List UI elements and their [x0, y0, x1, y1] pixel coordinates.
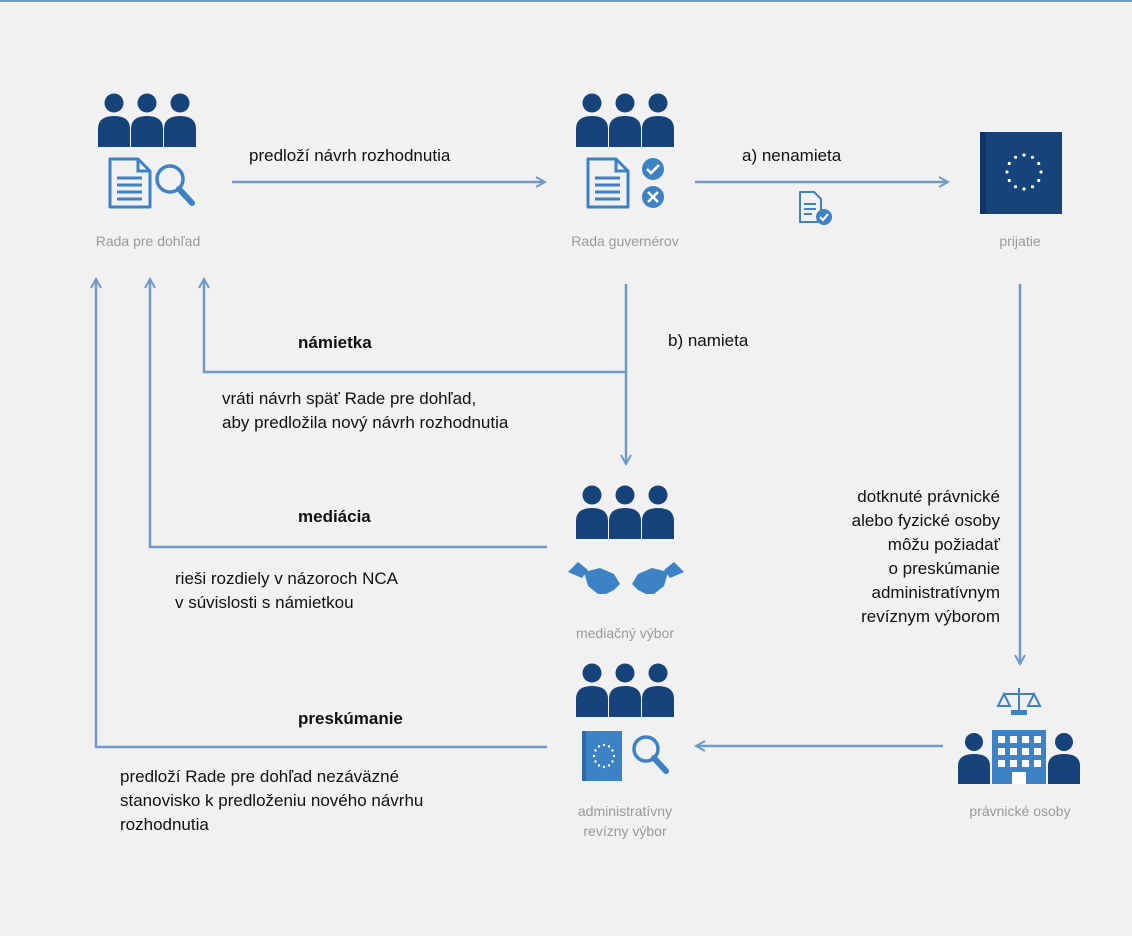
label-submit-draft: predloží návrh rozhodnutia	[249, 146, 451, 165]
label-review-title: preskúmanie	[298, 709, 403, 728]
people-group-icon	[98, 93, 196, 147]
label-no-objection: a) nenamieta	[742, 146, 842, 165]
label-mediation-text-2: v súvislosti s námietkou	[175, 593, 354, 612]
document-approved-icon	[799, 191, 832, 225]
document-magnifier-icon	[108, 157, 195, 209]
label-mediation-title: mediácia	[298, 507, 371, 526]
arrow-review-return	[96, 279, 547, 749]
label-review-text-3: rozhodnutia	[120, 815, 209, 834]
label-mediation-text-1: rieši rozdiely v názoroch NCA	[175, 569, 398, 588]
eu-book-magnifier-icon	[582, 731, 669, 781]
node-caption-review-board-line2: revízny výbor	[583, 823, 667, 839]
label-request-review-1: dotknuté právnické	[857, 487, 1000, 506]
node-caption-legal-persons: právnické osoby	[969, 803, 1071, 819]
people-group-icon	[576, 93, 674, 147]
arrow-objection-return	[204, 279, 626, 374]
label-request-review-4: o preskúmanie	[888, 559, 1000, 578]
document-decision-icon	[586, 157, 664, 209]
label-review-text-1: predloží Rade pre dohľad nezáväzné	[120, 767, 400, 786]
label-objection-title: námietka	[298, 333, 372, 352]
label-request-review-3: môžu požiadať	[887, 535, 1000, 554]
label-review-text-2: stanovisko k predloženiu nového návrhu	[120, 791, 424, 810]
label-request-review-6: revíznym výborom	[861, 607, 1000, 626]
node-caption-supervisory-board: Rada pre dohľad	[95, 233, 201, 249]
arrow-mediation-return	[150, 279, 547, 549]
legal-persons-icon	[958, 688, 1080, 784]
label-request-review-5: administratívnym	[871, 583, 1000, 602]
handshake-icon	[568, 562, 684, 594]
label-objects: b) namieta	[668, 331, 749, 350]
label-objection-text-1: vráti návrh späť Rade pre dohľad,	[222, 389, 477, 408]
label-request-review-2: alebo fyzické osoby	[851, 511, 1000, 530]
label-objection-text-2: aby predložila nový návrh rozhodnutia	[222, 413, 509, 432]
node-caption-mediation-panel: mediačný výbor	[575, 625, 675, 641]
node-caption-review-board-line1: administratívny	[577, 803, 673, 819]
people-group-icon	[576, 663, 674, 717]
eu-book-icon	[980, 132, 1062, 214]
node-caption-adoption: prijatie	[999, 233, 1041, 249]
people-group-icon	[576, 485, 674, 539]
node-caption-governing-council: Rada guvernérov	[571, 233, 679, 249]
